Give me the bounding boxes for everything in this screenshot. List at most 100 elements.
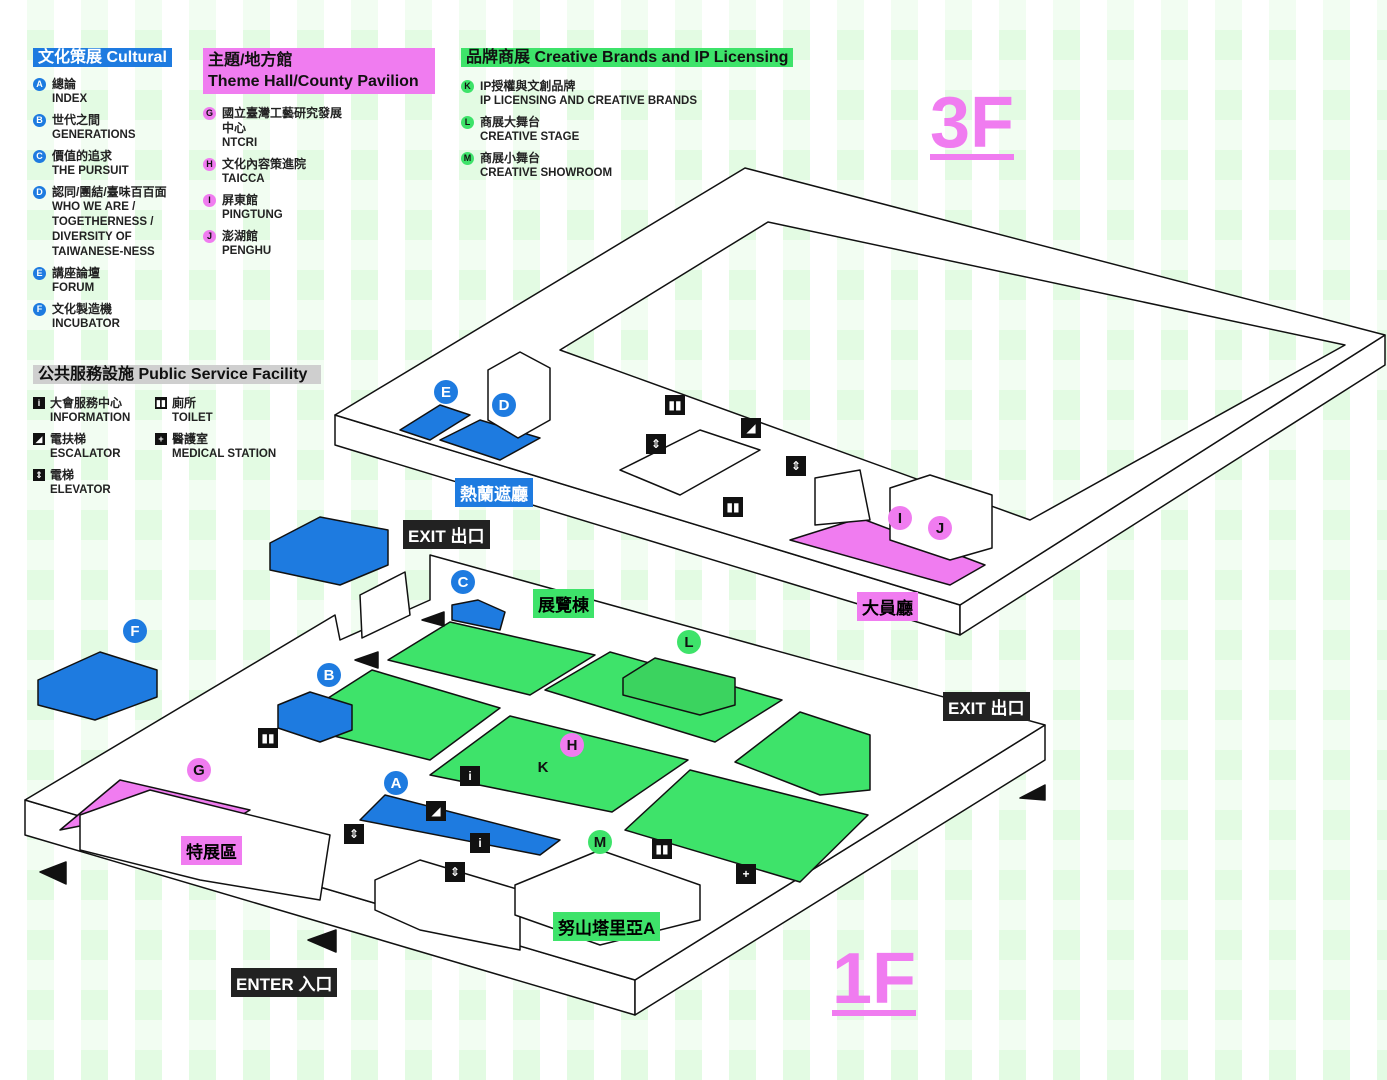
facility-zh: 電梯 <box>50 468 75 482</box>
3f-room <box>619 429 761 496</box>
medical-icon: + <box>736 864 756 884</box>
block-c <box>451 599 506 631</box>
1f-wall <box>359 571 411 639</box>
marker-f-icon: F <box>33 303 46 316</box>
map-marker-f[interactable]: F <box>123 619 147 643</box>
legend-item: H 文化內容策進院 TAICCA <box>203 157 435 187</box>
nusantara-label: 努山塔里亞A <box>553 912 661 941</box>
map-marker-d[interactable]: D <box>492 393 516 417</box>
elevator-icon: ⇕ <box>344 824 364 844</box>
marker-c-icon: C <box>33 150 46 163</box>
block-f-top <box>269 516 389 586</box>
map-marker-m[interactable]: M <box>588 830 612 854</box>
legend-item: E 講座論壇 FORUM <box>33 266 172 296</box>
legend-item-zh: IP授權與文創品牌 <box>480 79 576 93</box>
3f-room <box>814 469 871 526</box>
legend-item: C 價值的追求 THE PURSUIT <box>33 149 172 179</box>
facility-zh: 廁所 <box>172 396 197 410</box>
escalator-icon: ◢ <box>426 801 446 821</box>
legend-item-zh: 國立臺灣工藝研究發展中心 <box>222 106 343 135</box>
floor-label-3f: 3F <box>930 83 1015 163</box>
legend-item-zh: 認同/團結/臺味百百面 <box>52 185 167 199</box>
marker-l-icon: L <box>461 116 474 129</box>
map-marker-l[interactable]: L <box>677 630 701 654</box>
legend-item-en: WHO WE ARE / TOGETHERNESS / DIVERSITY OF… <box>52 201 155 258</box>
forum-area-e <box>399 404 471 441</box>
escalator-icon: ◢ <box>33 433 45 445</box>
hall-zeelandia-label: 熱蘭遮廳 <box>455 478 533 507</box>
map-marker-g[interactable]: G <box>187 758 211 782</box>
map-marker-h[interactable]: H <box>560 733 584 757</box>
legend-item-zh: 文化製造機 <box>52 302 113 316</box>
legend-brands-title: 品牌商展 Creative Brands and IP Licensing <box>461 48 794 67</box>
arrow <box>39 861 67 885</box>
legend-item-en: CREATIVE STAGE <box>480 131 580 143</box>
legend-item-en: THE PURSUIT <box>52 165 129 177</box>
map-marker-c[interactable]: C <box>451 570 475 594</box>
block-f <box>37 651 158 721</box>
legend-item-en: INDEX <box>52 93 88 105</box>
map-marker-b[interactable]: B <box>317 663 341 687</box>
elevator-icon: ⇕ <box>786 456 806 476</box>
marker-j-icon: J <box>203 230 216 243</box>
arrow <box>1019 784 1046 801</box>
medical-icon: + <box>155 433 167 445</box>
zone-green <box>387 621 596 696</box>
escalator-icon: ◢ <box>741 418 761 438</box>
hall-dayuan-label: 大員廳 <box>857 592 918 621</box>
legend-cultural-title: 文化策展 Cultural <box>33 48 172 67</box>
legend-item-en: CREATIVE SHOWROOM <box>480 167 613 179</box>
zone-green <box>734 711 871 796</box>
facility-zh: 大會服務中心 <box>50 396 123 410</box>
legend-theme-title-zh: 主題/地方館 <box>208 52 293 69</box>
legend-item: F 文化製造機 INCUBATOR <box>33 302 172 332</box>
exhibition-building-label: 展覽棟 <box>533 589 594 618</box>
facility-item: + 醫護室 MEDICAL STATION <box>155 432 277 462</box>
legend-item: D 認同/團結/臺味百百面 WHO WE ARE / TOGETHERNESS … <box>33 185 172 260</box>
toilet-icon: ▮▮ <box>258 728 278 748</box>
legend-item: K IP授權與文創品牌 IP LICENSING AND CREATIVE BR… <box>461 79 793 109</box>
elevator-icon: ⇕ <box>445 862 465 882</box>
marker-k-icon: K <box>461 80 474 93</box>
legend-cultural: 文化策展 Cultural A 總論 INDEX B 世代之間 GENERATI… <box>33 48 172 338</box>
map-marker-i[interactable]: I <box>888 506 912 530</box>
legend-item: A 總論 INDEX <box>33 77 172 107</box>
stage-l <box>622 657 736 716</box>
facility-en: INFORMATION <box>50 412 131 424</box>
legend-item-zh: 文化內容策進院 <box>222 157 307 171</box>
map-marker-e[interactable]: E <box>434 380 458 404</box>
arrow <box>307 929 337 953</box>
facility-zh: 醫護室 <box>172 432 209 446</box>
3f-wall-outer-right <box>959 334 1386 636</box>
exit-label: EXIT 出口 <box>943 692 1030 721</box>
legend-item-en: INCUBATOR <box>52 318 120 330</box>
marker-b-icon: B <box>33 114 46 127</box>
marker-g-icon: G <box>203 107 216 120</box>
marker-i-icon: I <box>203 194 216 207</box>
area-d <box>439 419 541 461</box>
legend-item: J 澎湖館 PENGHU <box>203 229 435 259</box>
legend-item-en: PINGTUNG <box>222 209 283 221</box>
map-marker-k[interactable]: K <box>531 755 555 779</box>
facility-item: ▮▮ 廁所 TOILET <box>155 396 277 426</box>
exit-label: EXIT 出口 <box>403 520 490 549</box>
legend-item-zh: 澎湖館 <box>222 229 259 243</box>
elevator-icon: ⇕ <box>33 469 45 481</box>
marker-h-icon: H <box>203 158 216 171</box>
toilet-icon: ▮▮ <box>155 397 167 409</box>
facility-en: ESCALATOR <box>50 448 121 460</box>
elevator-icon: ⇕ <box>646 434 666 454</box>
toilet-icon: ▮▮ <box>652 839 672 859</box>
facility-en: TOILET <box>172 412 213 424</box>
legend-item-zh: 總論 <box>52 77 77 91</box>
legend-item-zh: 價值的追求 <box>52 149 113 163</box>
map-marker-j[interactable]: J <box>928 516 952 540</box>
map-marker-a[interactable]: A <box>384 771 408 795</box>
legend-item: G 國立臺灣工藝研究發展中心 NTCRI <box>203 106 435 151</box>
facility-item: ⇕ 電梯 ELEVATOR <box>33 468 155 498</box>
info-icon: i <box>33 397 45 409</box>
legend-item-zh: 世代之間 <box>52 113 101 127</box>
legend-item: I 屏東館 PINGTUNG <box>203 193 435 223</box>
legend-item-en: IP LICENSING AND CREATIVE BRANDS <box>480 95 698 107</box>
legend-theme: 主題/地方館 Theme Hall/County Pavilion G 國立臺灣… <box>203 48 435 265</box>
